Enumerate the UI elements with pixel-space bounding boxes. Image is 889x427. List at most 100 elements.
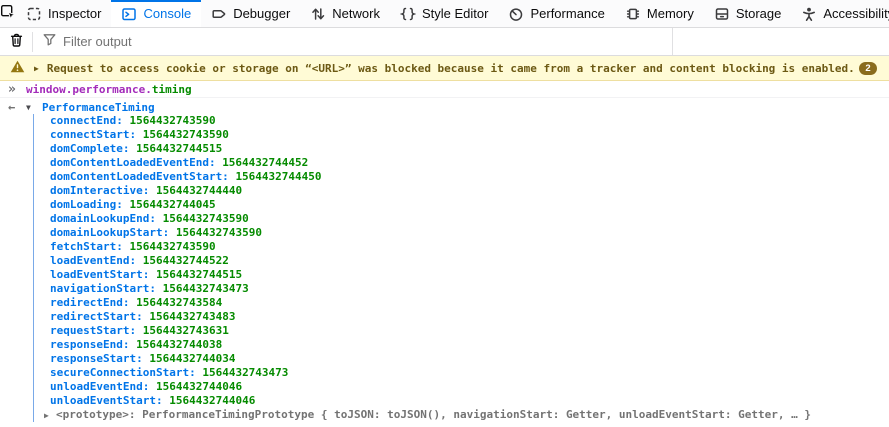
tab-label: Storage: [735, 6, 782, 21]
command-object-token: window.performance.: [26, 82, 152, 96]
tab-console[interactable]: Console: [111, 0, 202, 27]
property-name: connectEnd:: [50, 114, 130, 127]
tab-label: Memory: [646, 6, 694, 21]
property-name: connectStart:: [50, 128, 143, 141]
property-row[interactable]: unloadEventEnd: 1564432744046: [0, 380, 889, 394]
property-row[interactable]: connectStart: 1564432743590: [0, 128, 889, 142]
property-name: redirectStart:: [50, 310, 150, 323]
property-row[interactable]: domContentLoadedEventEnd: 1564432744452: [0, 156, 889, 170]
property-row[interactable]: domLoading: 1564432744045: [0, 198, 889, 212]
performance-icon: [508, 6, 524, 22]
property-row[interactable]: connectEnd: 1564432743590: [0, 114, 889, 128]
property-value: 1564432744450: [235, 170, 322, 183]
console-toolbar: Filter output: [0, 28, 889, 56]
result-message: ← ▼ PerformanceTiming connectEnd: 156443…: [0, 100, 889, 422]
property-name: domContentLoadedEventStart:: [50, 170, 236, 183]
property-name: domLoading:: [50, 198, 130, 211]
property-row[interactable]: requestStart: 1564432743631: [0, 324, 889, 338]
property-name: responseStart:: [50, 352, 150, 365]
tab-label: Style Editor: [421, 6, 489, 21]
console-icon: [121, 6, 137, 22]
prototype-label: <prototype>:: [56, 408, 143, 421]
property-row[interactable]: domComplete: 1564432744515: [0, 142, 889, 156]
property-name: unloadEventStart:: [50, 394, 170, 407]
object-header[interactable]: ← ▼ PerformanceTiming: [0, 100, 889, 114]
property-row[interactable]: responseEnd: 1564432744038: [0, 338, 889, 352]
tab-storage[interactable]: Storage: [704, 0, 792, 27]
property-row[interactable]: domInteractive: 1564432744440: [0, 184, 889, 198]
property-name: loadEventEnd:: [50, 254, 143, 267]
tab-accessibility[interactable]: Accessibility: [791, 0, 889, 27]
property-value: 1564432743590: [129, 114, 216, 127]
object-class-name[interactable]: PerformanceTiming: [42, 100, 155, 114]
property-row[interactable]: loadEventStart: 1564432744515: [0, 268, 889, 282]
warning-message[interactable]: ▶ Request to access cookie or storage on…: [0, 56, 889, 81]
property-name: domComplete:: [50, 142, 137, 155]
devtools-tabbar: Inspector Console Debugger: [0, 0, 889, 28]
expand-arrow-icon[interactable]: ▶: [34, 63, 39, 73]
property-row[interactable]: unloadEventStart: 1564432744046: [0, 394, 889, 408]
property-row[interactable]: domainLookupStart: 1564432743590: [0, 226, 889, 240]
clear-console-button[interactable]: [0, 32, 32, 51]
warning-count-badge: 2: [859, 61, 877, 75]
command-echo-row[interactable]: » window.performance.timing: [0, 81, 889, 98]
inspector-icon: [26, 6, 42, 22]
tab-label: Performance: [530, 6, 605, 21]
tab-style-editor[interactable]: Style Editor: [390, 0, 498, 27]
property-value: 1564432743473: [162, 282, 249, 295]
warning-text: Request to access cookie or storage on “…: [46, 61, 855, 75]
echoed-command: window.performance.timing: [26, 83, 192, 96]
property-name: loadEventStart:: [50, 268, 156, 281]
property-row[interactable]: fetchStart: 1564432743590: [0, 240, 889, 254]
tab-performance[interactable]: Performance: [498, 0, 614, 27]
property-value: 1564432744046: [169, 394, 256, 407]
command-property-token: timing: [151, 82, 192, 96]
property-name: domainLookupEnd:: [50, 212, 163, 225]
tab-debugger[interactable]: Debugger: [201, 0, 300, 27]
property-value: 1564432743590: [175, 226, 262, 239]
debugger-icon: [211, 6, 227, 22]
property-name: responseEnd:: [50, 338, 137, 351]
property-value: 1564432744440: [155, 184, 243, 197]
network-icon: [310, 6, 326, 22]
tab-label: Inspector: [48, 6, 102, 21]
property-row[interactable]: navigationStart: 1564432743473: [0, 282, 889, 296]
property-value: 1564432744515: [136, 142, 223, 155]
node-picker-button[interactable]: [0, 0, 17, 27]
property-value: 1564432744515: [155, 268, 243, 281]
prototype-row[interactable]: ▶ <prototype>: PerformanceTimingPrototype…: [0, 408, 889, 422]
toolbar-divider: [32, 31, 33, 52]
property-value: 1564432744522: [142, 254, 229, 267]
property-row[interactable]: domContentLoadedEventStart: 156443274445…: [0, 170, 889, 184]
property-name: domContentLoadedEventEnd:: [50, 156, 223, 169]
property-value: 1564432744034: [149, 352, 236, 365]
tab-memory[interactable]: Memory: [615, 0, 704, 27]
result-arrow-icon: ←: [8, 100, 16, 114]
memory-icon: [625, 6, 641, 22]
tab-label: Console: [143, 6, 192, 21]
filter-input-placeholder: Filter output: [63, 34, 132, 49]
property-value: 1564432743584: [136, 296, 223, 309]
storage-icon: [714, 6, 730, 22]
filter-icon: [43, 33, 56, 51]
filter-output-input[interactable]: Filter output: [33, 33, 889, 51]
property-row[interactable]: secureConnectionStart: 1564432743473: [0, 366, 889, 380]
property-value: 1564432744045: [129, 198, 216, 211]
property-value: 1564432744452: [222, 156, 309, 169]
tab-label: Debugger: [233, 6, 291, 21]
property-row[interactable]: redirectEnd: 1564432743584: [0, 296, 889, 310]
collapse-twisty-icon[interactable]: ▼: [26, 102, 31, 112]
command-prompt-icon: »: [8, 81, 16, 97]
property-name: requestStart:: [50, 324, 143, 337]
property-row[interactable]: domainLookupEnd: 1564432743590: [0, 212, 889, 226]
property-row[interactable]: loadEventEnd: 1564432744522: [0, 254, 889, 268]
prototype-value: PerformanceTimingPrototype { toJSON: toJ…: [142, 408, 811, 421]
tab-inspector[interactable]: Inspector: [16, 0, 111, 27]
property-row[interactable]: responseStart: 1564432744034: [0, 352, 889, 366]
property-row[interactable]: redirectStart: 1564432743483: [0, 310, 889, 324]
tab-network[interactable]: Network: [300, 0, 390, 27]
trash-icon: [9, 32, 24, 51]
expand-twisty-icon[interactable]: ▶: [44, 411, 49, 420]
